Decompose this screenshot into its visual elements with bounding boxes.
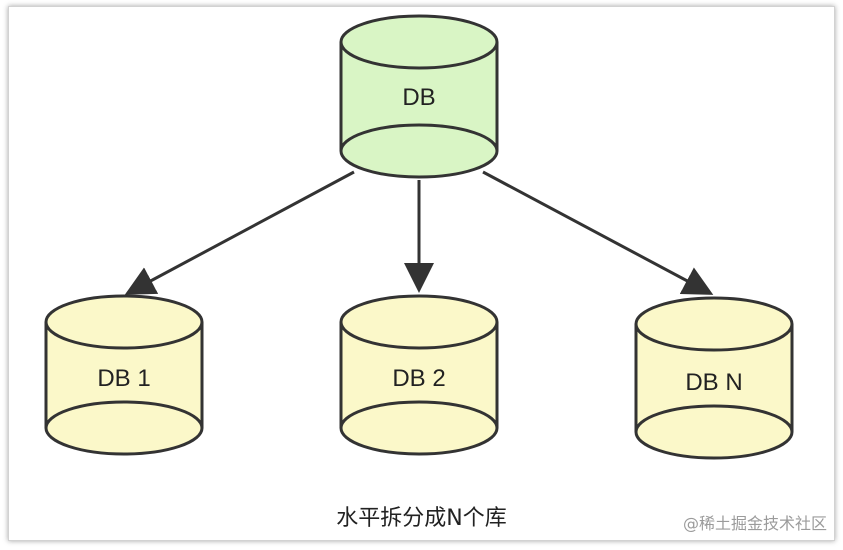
db-2-body [339, 322, 499, 456]
db-n-cylinder: DB N [634, 296, 794, 460]
db-1-body [44, 322, 204, 456]
db-n-label: DB N [685, 369, 742, 396]
diagram-caption: 水平拆分成N个库 [336, 506, 507, 531]
db-root-cylinder: DB [339, 14, 499, 179]
arrow-to-db1 [124, 170, 355, 295]
db-n-bottom-rim [634, 404, 794, 433]
db-1-bottom-rim [44, 400, 204, 429]
db-n-top [634, 296, 794, 352]
db-2-label: DB 2 [392, 365, 445, 392]
db-2-cylinder: DB 2 [339, 294, 499, 456]
db-root-bottom-rim [339, 123, 499, 152]
db-root-label: DB [402, 84, 435, 111]
db-2-top [339, 294, 499, 350]
arrow-to-dbn [482, 170, 714, 295]
db-n-body [634, 324, 794, 460]
db-root-top [339, 14, 499, 70]
db-root-body [339, 42, 499, 179]
db-1-top [44, 294, 204, 350]
db-1-label: DB 1 [97, 365, 150, 392]
db-1-cylinder: DB 1 [44, 294, 204, 456]
db-2-bottom-rim [339, 400, 499, 429]
watermark: @稀土掘金技术社区 [682, 514, 827, 533]
